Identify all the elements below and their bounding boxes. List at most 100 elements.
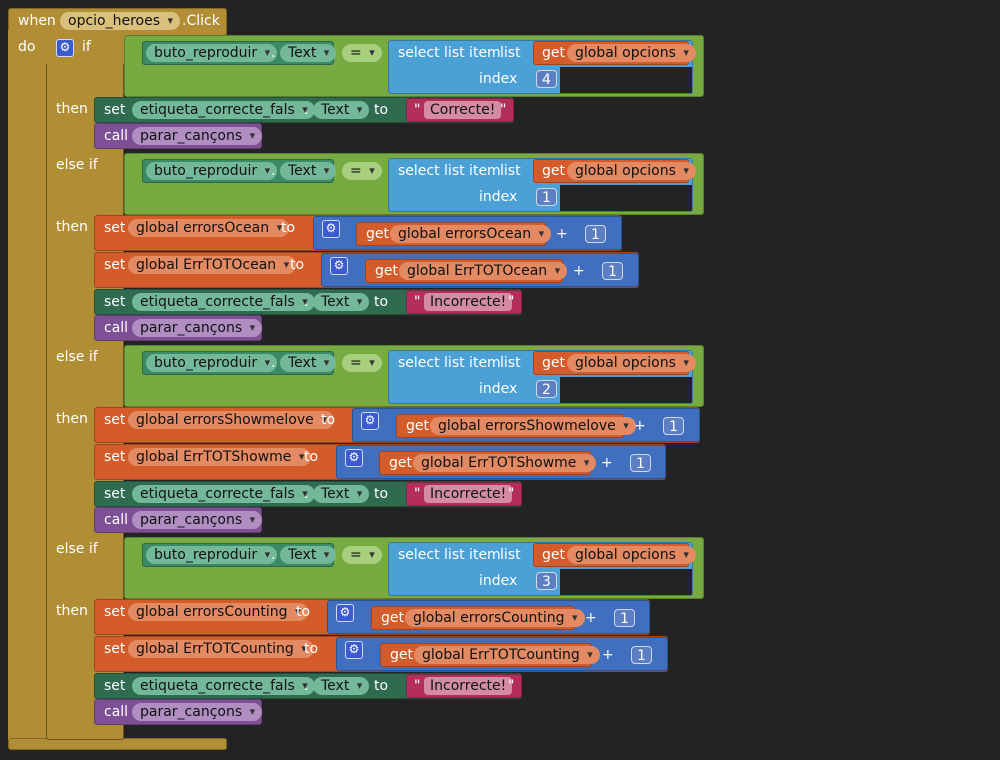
errorsCounting-get-dropdown[interactable]: global errorsCounting	[405, 609, 585, 627]
plus-operator-1: +	[556, 226, 568, 242]
global-opcions-dropdown-4[interactable]: global opcions	[567, 546, 696, 564]
quote-close-2: "	[508, 294, 515, 310]
procedure-dropdown-4[interactable]: parar_cançons	[132, 703, 263, 721]
quote-open-1: "	[414, 102, 421, 118]
procedure-dropdown-3[interactable]: parar_cançons	[132, 511, 263, 529]
button-dropdown-1[interactable]: buto_reproduir	[146, 44, 278, 62]
global-opcions-dropdown-3[interactable]: global opcions	[567, 354, 696, 372]
increment-number-1[interactable]: 1	[585, 225, 606, 243]
text-prop-dropdown-4[interactable]: Text	[280, 546, 337, 564]
to-keyword-l2: to	[374, 294, 389, 310]
string-value-2[interactable]: Incorrecte!	[424, 293, 513, 311]
increment-number-2[interactable]: 1	[602, 262, 623, 280]
errorsCounting-set-dropdown[interactable]: global errorsCounting	[128, 603, 308, 621]
get-label-c1: get	[542, 45, 565, 61]
gear-icon[interactable]: ⚙	[361, 412, 379, 430]
label-text-prop-3[interactable]: Text	[313, 485, 370, 503]
ErrTOTCounting-set-dropdown[interactable]: global ErrTOTCounting	[128, 640, 314, 658]
index-socket-3	[560, 377, 692, 403]
gear-icon[interactable]: ⚙	[345, 449, 363, 467]
text-prop-dropdown-3[interactable]: Text	[280, 354, 337, 372]
to-keyword-l1: to	[374, 102, 389, 118]
global-opcions-dropdown-2[interactable]: global opcions	[567, 162, 696, 180]
quote-open-2: "	[414, 294, 421, 310]
text-prop-dropdown-1[interactable]: Text	[280, 44, 337, 62]
get-label-c2: get	[542, 163, 565, 179]
label-dropdown-3[interactable]: etiqueta_correcte_fals	[132, 485, 315, 503]
gear-icon[interactable]: ⚙	[345, 641, 363, 659]
index-number-1[interactable]: 4	[536, 70, 557, 88]
then-keyword-4: then	[56, 603, 88, 619]
ErrTOTShowme-set-dropdown[interactable]: global ErrTOTShowme	[128, 448, 312, 466]
to-keyword-v5: to	[296, 604, 311, 620]
string-value-3[interactable]: Incorrecte!	[424, 485, 513, 503]
eq-operator-dropdown-1[interactable]: =	[342, 44, 382, 62]
increment-number-6[interactable]: 1	[631, 646, 652, 664]
eq-operator-dropdown-4[interactable]: =	[342, 546, 382, 564]
gear-icon[interactable]: ⚙	[56, 39, 74, 57]
increment-number-5[interactable]: 1	[614, 609, 635, 627]
index-number-2[interactable]: 1	[536, 188, 557, 206]
errorsShowmelove-set-dropdown[interactable]: global errorsShowmelove	[128, 411, 334, 429]
increment-number-3[interactable]: 1	[663, 417, 684, 435]
select-label-3: select list item	[398, 355, 501, 371]
select-label-4: select list item	[398, 547, 501, 563]
set-keyword-l3: set	[104, 486, 126, 502]
set-keyword-v5: set	[104, 604, 126, 620]
procedure-dropdown-1[interactable]: parar_cançons	[132, 127, 263, 145]
event-component-dropdown[interactable]: opcio_heroes	[60, 12, 181, 30]
set-keyword-v4: set	[104, 449, 126, 465]
errorsShowmelove-get-dropdown[interactable]: global errorsShowmelove	[430, 417, 636, 435]
eq-operator-dropdown-3[interactable]: =	[342, 354, 382, 372]
text-prop-dropdown-2[interactable]: Text	[280, 162, 337, 180]
index-socket-4	[560, 569, 692, 595]
label-dropdown-2[interactable]: etiqueta_correcte_fals	[132, 293, 315, 311]
string-value-4[interactable]: Incorrecte!	[424, 677, 513, 695]
plus-operator-5: +	[585, 610, 597, 626]
call-keyword-2: call	[104, 320, 129, 336]
label-text-prop-4[interactable]: Text	[313, 677, 370, 695]
global-opcions-dropdown-1[interactable]: global opcions	[567, 44, 696, 62]
increment-number-4[interactable]: 1	[630, 454, 651, 472]
button-dropdown-4[interactable]: buto_reproduir	[146, 546, 278, 564]
label-text-prop-2[interactable]: Text	[313, 293, 370, 311]
label-dropdown-1[interactable]: etiqueta_correcte_fals	[132, 101, 315, 119]
select-label-2: select list item	[398, 163, 501, 179]
dot-l3: .	[304, 486, 309, 502]
to-keyword-l3: to	[374, 486, 389, 502]
to-keyword-v3: to	[321, 412, 336, 428]
label-text-prop-1[interactable]: Text	[313, 101, 370, 119]
to-keyword-l4: to	[374, 678, 389, 694]
button-dropdown-2[interactable]: buto_reproduir	[146, 162, 278, 180]
label-dropdown-4[interactable]: etiqueta_correcte_fals	[132, 677, 315, 695]
set-keyword-l4: set	[104, 678, 126, 694]
index-label-1: index	[479, 71, 518, 87]
list-label-3: list	[500, 355, 521, 371]
get-label-v6: get	[390, 647, 413, 663]
then-keyword-3: then	[56, 411, 88, 427]
ErrTOTCounting-get-dropdown[interactable]: global ErrTOTCounting	[414, 646, 600, 664]
else-if-keyword-1: else if	[56, 157, 98, 173]
string-value-1[interactable]: Correcte!	[424, 101, 502, 119]
list-label-1: list	[500, 45, 521, 61]
gear-icon[interactable]: ⚙	[336, 604, 354, 622]
to-keyword-v4: to	[304, 449, 319, 465]
index-number-3[interactable]: 2	[536, 380, 557, 398]
gear-icon[interactable]: ⚙	[330, 257, 348, 275]
eq-operator-dropdown-2[interactable]: =	[342, 162, 382, 180]
ErrTOTShowme-get-dropdown[interactable]: global ErrTOTShowme	[413, 454, 597, 472]
get-label-c4: get	[542, 547, 565, 563]
gear-icon[interactable]: ⚙	[322, 220, 340, 238]
button-dropdown-3[interactable]: buto_reproduir	[146, 354, 278, 372]
set-keyword-v3: set	[104, 412, 126, 428]
errorsOcean-set-dropdown[interactable]: global errorsOcean	[128, 219, 290, 237]
procedure-dropdown-2[interactable]: parar_cançons	[132, 319, 263, 337]
index-label-3: index	[479, 381, 518, 397]
set-keyword-v6: set	[104, 641, 126, 657]
errorsOcean-get-dropdown[interactable]: global errorsOcean	[390, 225, 552, 243]
ErrTOTOcean-set-dropdown[interactable]: global ErrTOTOcean	[128, 256, 297, 274]
else-if-keyword-3: else if	[56, 541, 98, 557]
get-label-v4: get	[389, 455, 412, 471]
ErrTOTOcean-get-dropdown[interactable]: global ErrTOTOcean	[399, 262, 568, 280]
index-number-4[interactable]: 3	[536, 572, 557, 590]
